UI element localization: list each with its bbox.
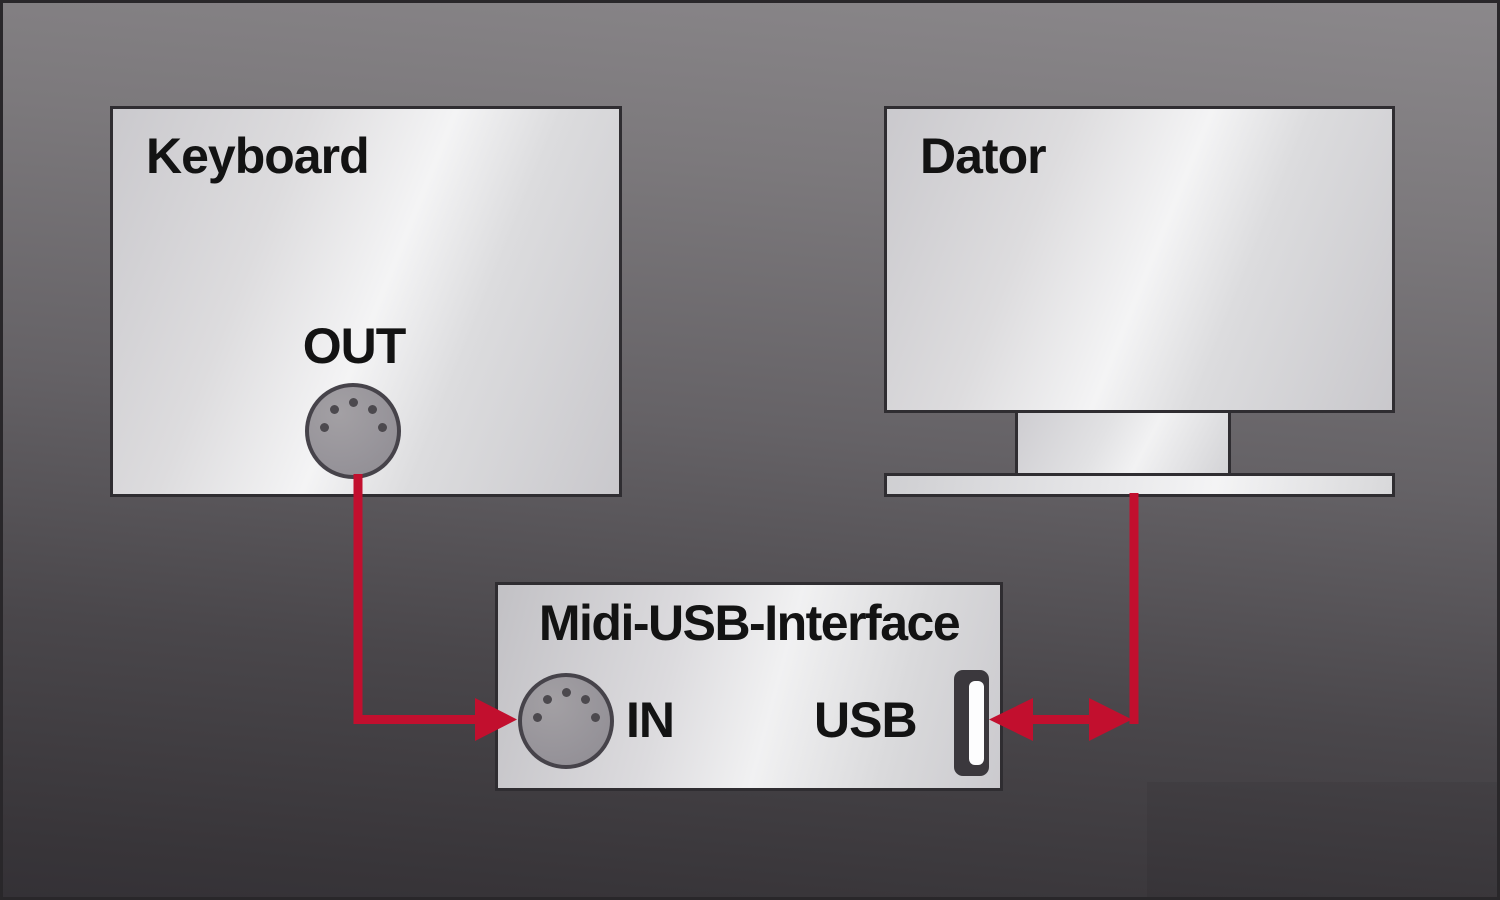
- computer-to-interface-arrow: [989, 493, 1139, 741]
- midi-in-connector-icon: [518, 673, 614, 769]
- corner-shade: [1147, 782, 1497, 897]
- keyboard-to-interface-arrow: [353, 474, 517, 741]
- din-pin-icon: [591, 713, 600, 722]
- midi-out-label: OUT: [302, 318, 407, 374]
- midi-usb-interface-box: Midi-USB-Interface IN USB: [495, 582, 1003, 791]
- midi-out-connector-icon: [305, 383, 401, 479]
- din-pin-icon: [368, 405, 377, 414]
- keyboard-label: Keyboard: [146, 128, 370, 184]
- monitor-base: [884, 473, 1395, 497]
- din-pin-icon: [349, 398, 358, 407]
- usb-port-icon: [954, 670, 989, 776]
- computer-label: Dator: [920, 128, 1047, 184]
- usb-slot-icon: [969, 681, 984, 765]
- din-pin-icon: [330, 405, 339, 414]
- din-pin-icon: [543, 695, 552, 704]
- usb-label: USB: [814, 692, 918, 748]
- computer-monitor-box: Dator: [884, 106, 1395, 413]
- din-pin-icon: [581, 695, 590, 704]
- din-pin-icon: [533, 713, 542, 722]
- din-pin-icon: [378, 423, 387, 432]
- din-pin-icon: [320, 423, 329, 432]
- midi-in-label: IN: [626, 692, 675, 748]
- keyboard-box: Keyboard OUT: [110, 106, 622, 497]
- monitor-stand: [1015, 410, 1231, 476]
- din-pin-icon: [562, 688, 571, 697]
- interface-title: Midi-USB-Interface: [538, 595, 961, 651]
